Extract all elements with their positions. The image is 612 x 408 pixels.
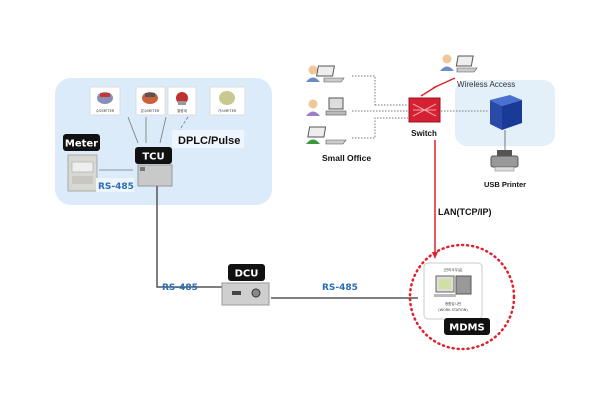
tcu-label-box [135,147,172,164]
user-icon [306,65,320,82]
wireless-signal-icon [420,77,456,97]
user-icon [306,99,320,116]
dcu-device [221,282,270,306]
usb-printer-label: USB Printer [484,180,526,189]
mdms-label: MDMS [449,323,484,334]
rs485-meter-label: RS-485 [98,182,134,192]
svg-text:열량계: 열량계 [177,108,187,113]
mdms-workstation: [관리사무실] 종합감시반 (WORK STATION) [423,262,483,320]
wireless-access-label: Wireless Access [457,80,515,89]
meter-card-heat: 열량계 [167,86,197,116]
dplc-pulse-label: DPLC/Pulse [178,135,240,147]
dcu-label-box [228,264,265,281]
svg-text:(WORK STATION): (WORK STATION) [438,308,468,312]
user-icon [440,54,454,71]
laptop-icon [316,65,345,83]
mdms-highlight-circle [408,243,516,351]
svg-text:[관리사무실]: [관리사무실] [444,267,463,272]
meter-label: Meter [65,139,98,150]
switch-label: Switch [411,129,437,138]
svg-text:종합감시반: 종합감시반 [445,301,462,306]
laptop-icon [307,126,347,145]
meter-device [67,154,98,192]
tcu-device [137,164,173,187]
office-links [352,75,488,139]
tcu-label: TCU [142,152,164,163]
small-office-label: Small Office [322,153,371,163]
svg-text:수도METER: 수도METER [96,108,115,113]
meter-label-box [63,134,100,151]
meter-card-water: 수도METER [89,86,121,116]
laptop-icon [455,55,478,73]
rs485-right-label: RS-485 [322,283,358,293]
mdms-label-box [444,318,490,335]
tcu-dcu-link [156,186,222,288]
lan-label: LAN(TCP/IP) [438,207,492,217]
dcu-label: DCU [235,269,259,280]
meter-links [127,116,189,144]
desktop-icon [325,97,347,116]
meter-card-gas: 가스METER [209,86,246,116]
printer-icon [490,150,519,172]
switch-icon [408,97,441,123]
svg-text:온수METER: 온수METER [141,108,160,113]
meter-card-hot-water: 온수METER [135,86,166,116]
rs485-left-label: RS-485 [162,283,198,293]
svg-text:가스METER: 가스METER [218,108,237,113]
server-icon [490,95,522,130]
lan-arrow-icon [432,252,438,259]
